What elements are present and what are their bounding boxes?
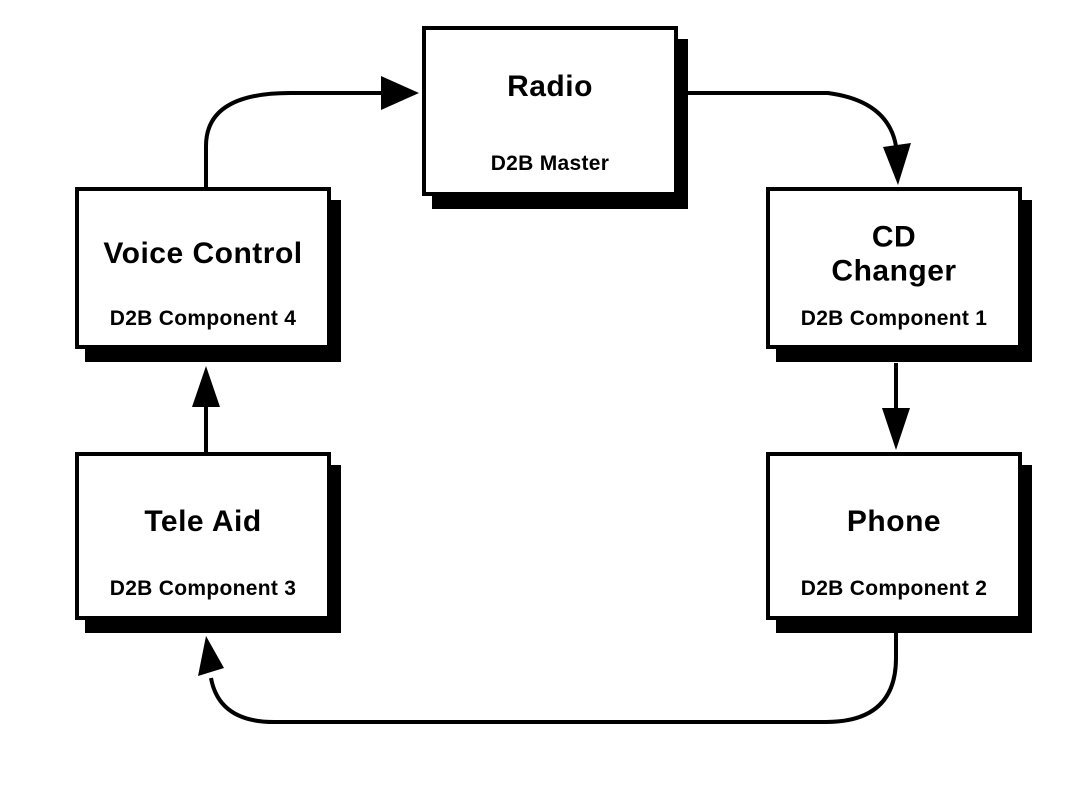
node-voice-control: Voice Control D2B Component 4 — [75, 187, 331, 349]
node-phone: Phone D2B Component 2 — [766, 452, 1022, 620]
node-subtitle: D2B Component 2 — [800, 576, 988, 600]
node-subtitle: D2B Master — [490, 152, 610, 176]
arrowhead-right-icon — [381, 76, 419, 110]
node-title: CD Changer — [831, 220, 957, 288]
edge-tele-aid-to-voice-control — [192, 366, 220, 452]
node-title: Phone — [846, 504, 942, 538]
edge-line — [688, 91, 898, 147]
arrowhead-down-icon — [883, 143, 911, 185]
edge-line — [209, 631, 898, 724]
node-title: Voice Control — [103, 237, 303, 271]
node-cd-changer: CD Changer D2B Component 1 — [766, 187, 1022, 349]
node-radio: Radio D2B Master — [422, 26, 678, 196]
edge-cd-changer-to-phone — [882, 363, 910, 450]
edge-line — [204, 91, 381, 189]
edge-radio-to-cd-changer — [688, 91, 911, 185]
node-subtitle: D2B Component 4 — [109, 306, 297, 330]
arrowhead-down-icon — [882, 408, 910, 450]
edge-phone-to-tele-aid — [198, 631, 898, 724]
edge-voice-control-to-radio — [204, 76, 419, 189]
node-subtitle: D2B Component 1 — [800, 306, 988, 330]
arrowhead-up-icon — [198, 636, 224, 676]
node-title: Tele Aid — [144, 504, 262, 538]
node-title: Radio — [507, 69, 593, 103]
node-tele-aid: Tele Aid D2B Component 3 — [75, 452, 331, 620]
node-subtitle: D2B Component 3 — [109, 576, 297, 600]
arrowhead-up-icon — [192, 366, 220, 407]
